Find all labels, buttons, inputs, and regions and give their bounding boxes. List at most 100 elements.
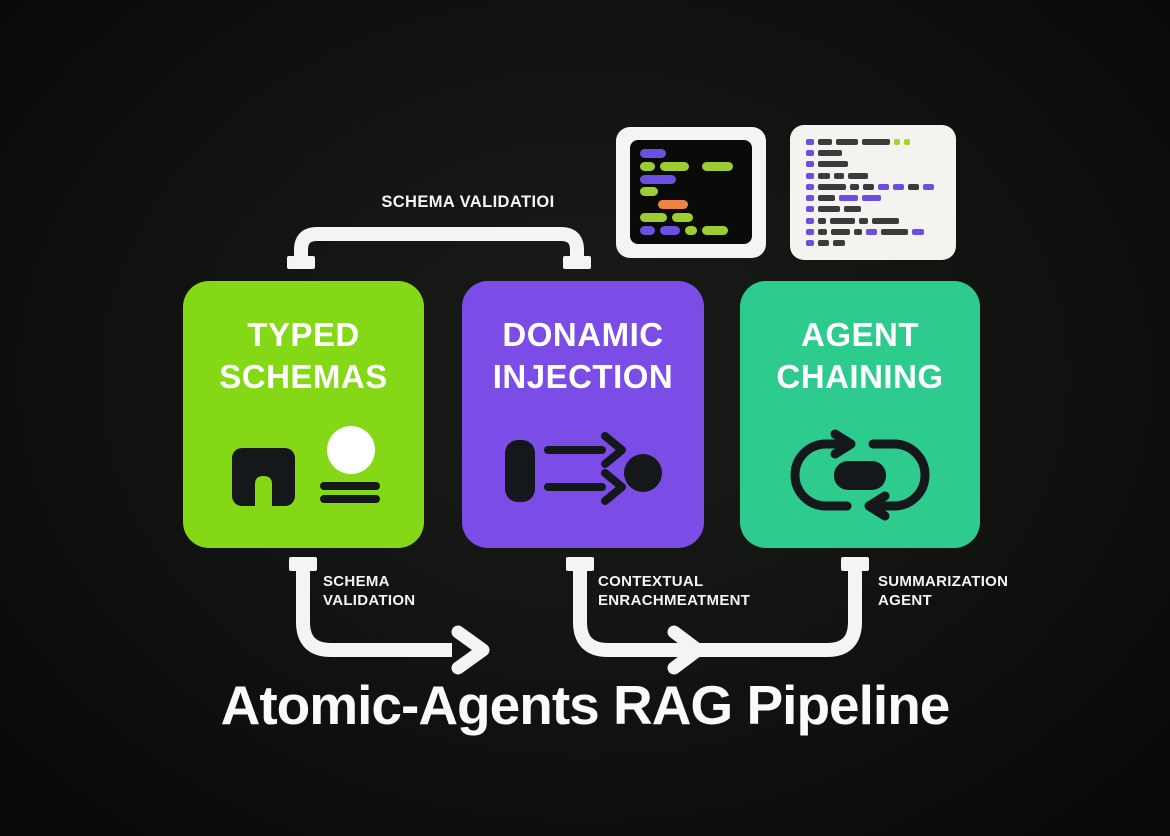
- code-token-bar: [702, 161, 733, 171]
- code-token-bar: [818, 150, 842, 157]
- code-editor-screen: [630, 140, 752, 244]
- code-token-bar: [818, 195, 835, 202]
- code-token-bar: [818, 161, 848, 168]
- caption-line: ENRACHMEATMENT: [598, 592, 751, 609]
- code-token-bar: [881, 228, 908, 235]
- code-token-bar: [806, 228, 814, 235]
- code-line: [806, 206, 940, 213]
- code-token-bar: [854, 228, 862, 235]
- code-token-bar: [904, 139, 910, 145]
- code-token-bar: [660, 161, 689, 171]
- stage-title-line: INJECTION: [492, 358, 674, 395]
- code-token-bar: [844, 206, 861, 213]
- stage-title: TYPED SCHEMAS: [183, 314, 424, 398]
- code-line: [640, 149, 742, 158]
- code-token-bar: [640, 161, 655, 171]
- caption-schema-validation: SCHEMA VALIDATION: [323, 572, 415, 610]
- caption-contextual-enrichment: CONTEXTUAL ENRACHMEATMENT: [598, 572, 750, 610]
- code-token-bar: [640, 174, 676, 184]
- code-token-bar: [866, 228, 877, 235]
- code-lines-dark: [640, 149, 742, 235]
- code-token-bar: [660, 225, 680, 235]
- page-title: Atomic-Agents RAG Pipeline: [220, 674, 951, 736]
- code-token-bar: [818, 139, 832, 145]
- code-token-bar: [806, 161, 814, 168]
- schema-document-icon: [232, 426, 380, 506]
- code-token-bar: [923, 183, 934, 190]
- top-connector-label: SCHEMA VALIDATIOI: [381, 193, 555, 211]
- code-token-bar: [685, 225, 697, 235]
- code-token-bar: [818, 228, 827, 235]
- code-lines-light: [806, 139, 940, 246]
- code-line: [806, 195, 940, 202]
- pipeline-flow-arrows: [289, 557, 869, 675]
- code-line: [640, 161, 742, 171]
- stage-title-line: TYPED: [247, 316, 360, 353]
- code-token-bar: [672, 213, 693, 223]
- code-token-bar: [806, 172, 814, 179]
- caption-line: SUMMARIZATION: [878, 573, 1009, 590]
- code-line: [640, 174, 742, 184]
- code-token-bar: [836, 139, 858, 145]
- code-line: [640, 187, 742, 197]
- code-token-bar: [848, 172, 868, 179]
- top-connector-bracket-arrow: [287, 227, 591, 269]
- code-line: [640, 200, 742, 210]
- code-token-bar: [830, 217, 855, 224]
- stage-title-line: SCHEMAS: [219, 358, 388, 395]
- code-token-bar: [818, 172, 830, 179]
- stage-box-agent-chaining: AGENT CHAINING: [740, 281, 980, 548]
- code-token-bar: [818, 217, 826, 224]
- chain-loop-icon: [790, 429, 930, 521]
- caption-line: CONTEXTUAL: [598, 573, 704, 590]
- stage-title: AGENT CHAINING: [740, 314, 980, 398]
- code-token-bar: [834, 172, 844, 179]
- code-token-bar: [912, 228, 924, 235]
- code-token-bar: [863, 183, 874, 190]
- code-token-bar: [806, 139, 814, 145]
- code-line: [806, 150, 940, 157]
- stage-title-line: AGENT: [801, 316, 919, 353]
- code-line: [640, 213, 742, 223]
- stage-title-line: CHAINING: [776, 358, 944, 395]
- stage-box-typed-schemas: TYPED SCHEMAS: [183, 281, 424, 548]
- code-token-bar: [862, 139, 890, 145]
- code-line: [806, 239, 940, 246]
- code-token-bar: [839, 195, 858, 202]
- code-token-bar: [806, 183, 814, 190]
- code-token-bar: [831, 228, 850, 235]
- code-token-bar: [818, 239, 829, 246]
- code-line: [806, 172, 940, 179]
- code-token-bar: [908, 183, 919, 190]
- code-token-bar: [640, 187, 658, 197]
- stage-box-dynamic-injection: DONAMIC INJECTION: [462, 281, 704, 548]
- code-token-bar: [850, 183, 859, 190]
- code-token-bar: [806, 239, 814, 246]
- code-token-bar: [806, 206, 814, 213]
- code-token-bar: [872, 217, 899, 224]
- code-line: [640, 225, 742, 235]
- code-token-bar: [818, 206, 840, 213]
- code-token-bar: [818, 183, 846, 190]
- code-token-bar: [893, 183, 904, 190]
- stage-title: DONAMIC INJECTION: [462, 314, 704, 398]
- injection-flow-icon: [505, 432, 662, 505]
- code-token-bar: [640, 225, 655, 235]
- code-token-bar: [833, 239, 845, 246]
- code-line: [806, 228, 940, 235]
- code-token-bar: [640, 149, 666, 158]
- stage-title-line: DONAMIC: [502, 316, 664, 353]
- code-token-bar: [806, 195, 814, 202]
- code-token-bar: [806, 217, 814, 224]
- code-line: [806, 161, 940, 168]
- code-token-bar: [640, 213, 667, 223]
- code-token-bar: [806, 150, 814, 157]
- caption-line: VALIDATION: [323, 592, 416, 609]
- caption-line: AGENT: [878, 592, 932, 609]
- code-snippet-light-panel: [790, 125, 956, 260]
- code-token-bar: [702, 225, 728, 235]
- code-line: [806, 217, 940, 224]
- code-token-bar: [859, 217, 868, 224]
- code-token-bar: [658, 200, 688, 210]
